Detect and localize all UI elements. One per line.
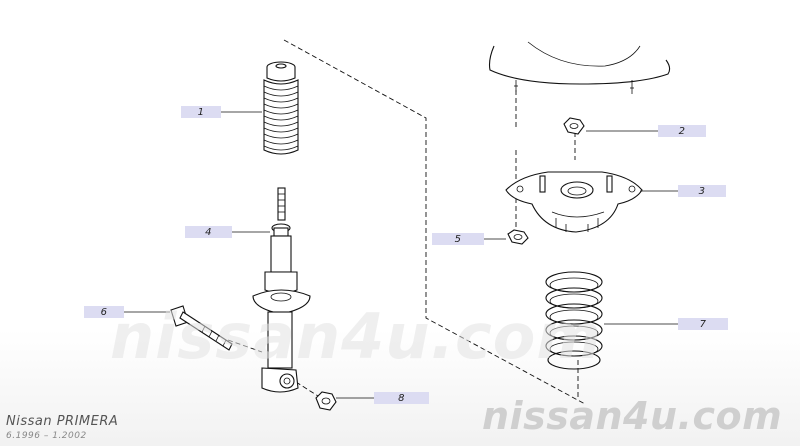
callout-4[interactable]: 4: [185, 226, 232, 238]
callout-3[interactable]: 3: [678, 185, 726, 197]
callout-6[interactable]: 6: [84, 306, 124, 318]
callout-1[interactable]: 1: [181, 106, 221, 118]
callout-8[interactable]: 8: [374, 392, 429, 404]
watermark-corner: nissan4u.com: [482, 394, 783, 438]
leader-lines: [124, 111, 678, 399]
strut-mount: [505, 171, 643, 233]
mounting-bolt: [170, 305, 233, 351]
vehicle-years: 6.1996 – 1.2002: [6, 431, 87, 441]
lower-nut: [315, 391, 337, 411]
body-mount-panel: [488, 41, 671, 94]
bump-stop-bellows: [263, 61, 299, 155]
callout-7[interactable]: 7: [678, 318, 728, 330]
callout-2[interactable]: 2: [658, 125, 706, 137]
mount-nut: [563, 117, 585, 135]
bottom-fade: [0, 330, 800, 446]
callout-5[interactable]: 5: [432, 233, 484, 245]
small-nut: [507, 229, 529, 245]
vehicle-model: Nissan PRIMERA: [6, 414, 119, 429]
shock-absorber: [252, 187, 311, 393]
coil-spring: [545, 271, 603, 370]
